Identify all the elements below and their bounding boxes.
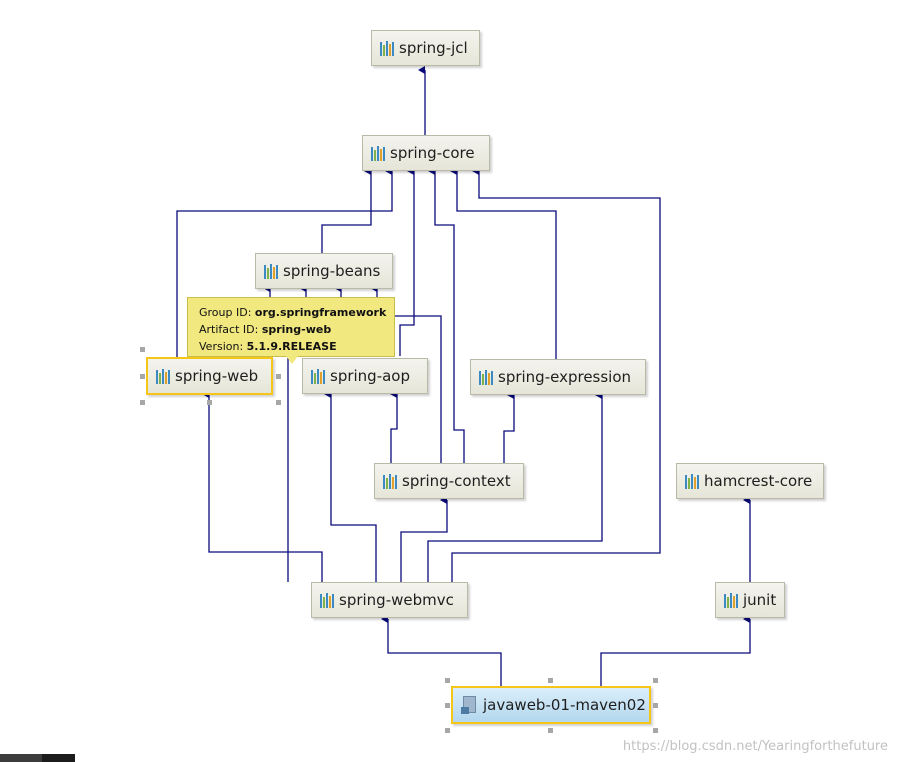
edge-aop-core (399, 167, 415, 356)
node-label: hamcrest-core (704, 472, 813, 490)
tooltip-artifact-value: spring-web (261, 323, 332, 336)
node-label: javaweb-01-maven02 (483, 696, 646, 714)
node-label: spring-web (175, 367, 259, 385)
node-label: junit (743, 591, 777, 609)
library-icon (371, 145, 386, 161)
node-module-javaweb[interactable]: javaweb-01-maven02 (451, 686, 651, 724)
tooltip-version-label: Version: (199, 340, 247, 353)
node-spring-beans[interactable]: spring-beans (255, 253, 393, 289)
resize-handle[interactable] (140, 400, 145, 405)
node-label: spring-beans (283, 262, 381, 280)
tooltip-pointer (286, 356, 298, 364)
library-icon (320, 592, 335, 608)
library-icon (311, 368, 326, 384)
node-spring-context[interactable]: spring-context (374, 463, 524, 499)
library-icon (383, 473, 398, 489)
library-icon (479, 369, 494, 385)
resize-handle[interactable] (445, 728, 450, 733)
edge-webmvc-web (202, 390, 323, 582)
node-hamcrest-core[interactable]: hamcrest-core (676, 463, 824, 499)
node-label: spring-webmvc (339, 591, 454, 609)
module-icon (461, 696, 477, 714)
edge-context-core (428, 167, 465, 463)
node-label: spring-core (390, 144, 475, 162)
node-label: spring-aop (330, 367, 411, 385)
tooltip-artifact-row: Artifact ID: spring-web (199, 321, 394, 338)
library-icon (724, 592, 739, 608)
resize-handle[interactable] (653, 678, 658, 683)
edge-webmvc-context (400, 496, 448, 582)
node-label: spring-jcl (399, 39, 468, 57)
resize-handle[interactable] (207, 400, 212, 405)
library-icon (156, 368, 171, 384)
node-label: spring-expression (498, 368, 632, 386)
edge-web-core (176, 167, 393, 360)
resize-handle[interactable] (140, 374, 145, 379)
edge-beans-core (321, 167, 372, 253)
edge-context-expression (503, 391, 515, 463)
resize-handle[interactable] (140, 347, 145, 352)
tooltip-version-row: Version: 5.1.9.RELEASE (199, 338, 394, 355)
resize-handle[interactable] (548, 678, 553, 683)
resize-handle[interactable] (548, 728, 553, 733)
taskbar-fragment (0, 754, 75, 762)
resize-handle[interactable] (445, 703, 450, 708)
tooltip-version-value: 5.1.9.RELEASE (246, 340, 337, 353)
resize-handle[interactable] (653, 703, 658, 708)
node-spring-jcl[interactable]: spring-jcl (371, 30, 480, 66)
artifact-tooltip: Group ID: org.springframework Artifact I… (187, 297, 395, 357)
resize-handle[interactable] (445, 678, 450, 683)
node-spring-web[interactable]: spring-web (146, 357, 273, 395)
edge-module-junit (600, 615, 751, 686)
tooltip-group-label: Group ID: (199, 306, 255, 319)
watermark: https://blog.csdn.net/Yearingforthefutur… (622, 739, 888, 754)
edge-webmvc-expression (427, 391, 603, 582)
node-junit[interactable]: junit (715, 582, 785, 618)
tooltip-group-row: Group ID: org.springframework (199, 304, 394, 321)
library-icon (685, 473, 700, 489)
node-spring-expression[interactable]: spring-expression (470, 359, 646, 395)
node-label: spring-context (402, 472, 511, 490)
library-icon (380, 40, 395, 56)
edge-context-aop (390, 390, 398, 463)
edge-expression-core (450, 167, 557, 359)
edge-webmvc-core (451, 167, 661, 582)
tooltip-group-value: org.springframework (254, 306, 387, 319)
node-spring-core[interactable]: spring-core (362, 135, 490, 171)
resize-handle[interactable] (276, 400, 281, 405)
resize-handle[interactable] (276, 374, 281, 379)
tooltip-artifact-label: Artifact ID: (199, 323, 262, 336)
node-spring-webmvc[interactable]: spring-webmvc (311, 582, 468, 618)
library-icon (264, 263, 279, 279)
resize-handle[interactable] (653, 728, 658, 733)
edge-webmvc-aop (324, 390, 377, 582)
node-spring-aop[interactable]: spring-aop (302, 358, 428, 394)
edge-module-webmvc (381, 615, 502, 686)
